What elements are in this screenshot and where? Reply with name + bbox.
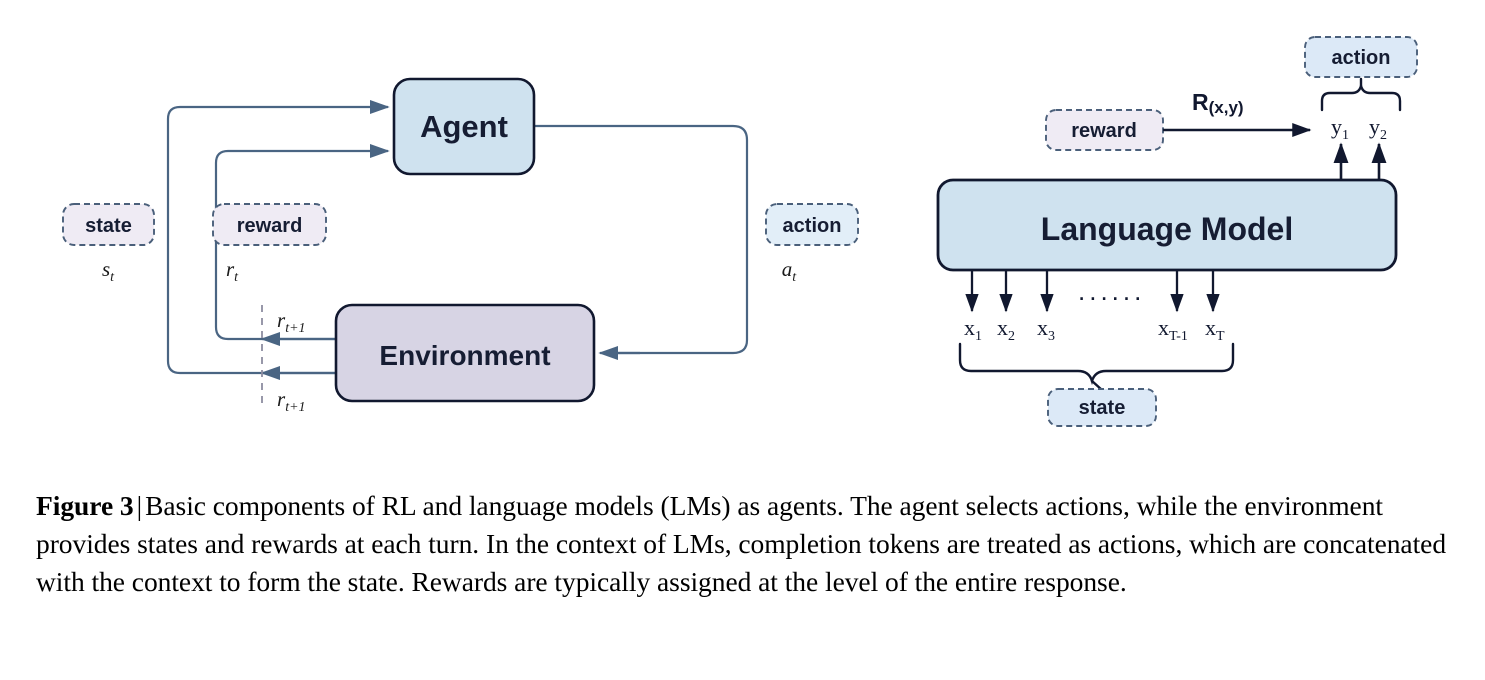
state-feedback-path [166,105,385,375]
action-path [533,124,749,355]
lm-reward-tag[interactable]: reward [1045,109,1164,151]
reward-next-upper-label: rt+1 [277,308,306,336]
reward-feedback-path [214,149,385,341]
lm-state-tag[interactable]: state [1047,388,1157,427]
lm-action-tag-label: action [1332,47,1391,69]
action-brace [1320,81,1402,112]
reward-symbol: rt [226,257,239,285]
reward-next-lower-label: rt+1 [277,387,306,415]
left-rl-loop-diagram: Agent Environment state st reward rt [62,77,859,415]
lm-state-tag-box [1047,388,1157,427]
state-brace [958,342,1235,386]
state-tag-box [62,203,155,246]
input-token-label-2: x2 [997,315,1015,344]
figure-caption-separator: | [136,490,143,521]
lm-reward-tag-label: reward [1071,120,1137,142]
output-token-label-1: y1 [1331,114,1349,143]
environment-node-box [334,303,596,403]
agent-node[interactable]: Agent [392,77,536,176]
lm-action-tag-box [1304,36,1418,78]
language-model-box [936,178,1398,272]
state-tag-label: state [85,215,132,237]
input-token-label-3: x3 [1037,315,1055,344]
right-lm-diagram: Language Model ...... x1 x2 x3 xT-1 [936,36,1418,427]
language-model-label: Language Model [1041,211,1293,247]
reward-tag-label: reward [237,215,303,237]
action-tag-label: action [783,215,842,237]
agent-node-box [392,77,536,176]
action-symbol: at [782,257,798,285]
action-tag-box [765,203,859,246]
input-token-label-4: xT-1 [1158,315,1188,344]
figure-diagrams: Agent Environment state st reward rt [62,36,1418,427]
reward-tag-box [212,203,327,246]
language-model-node[interactable]: Language Model [936,178,1398,272]
state-tag[interactable]: state st [62,203,155,285]
lm-action-tag[interactable]: action [1304,36,1418,78]
input-token-label-5: xT [1205,315,1225,344]
reward-function-label: R(x,y) [1192,89,1244,117]
action-tag[interactable]: action at [765,203,859,285]
lm-state-tag-label: state [1079,397,1126,419]
input-token-label-1: x1 [964,315,982,344]
figure-caption-number: Figure 3 [36,490,134,521]
environment-node-label: Environment [379,340,550,371]
environment-node[interactable]: Environment [334,303,596,403]
figure-caption: Figure 3|Basic components of RL and lang… [36,487,1456,601]
reward-tag[interactable]: reward rt [212,203,327,285]
state-symbol: st [102,257,115,285]
output-token-label-2: y2 [1369,114,1387,143]
token-ellipsis: ...... [1078,276,1145,306]
figure-caption-body: Basic components of RL and language mode… [36,490,1447,597]
agent-node-label: Agent [420,109,508,144]
